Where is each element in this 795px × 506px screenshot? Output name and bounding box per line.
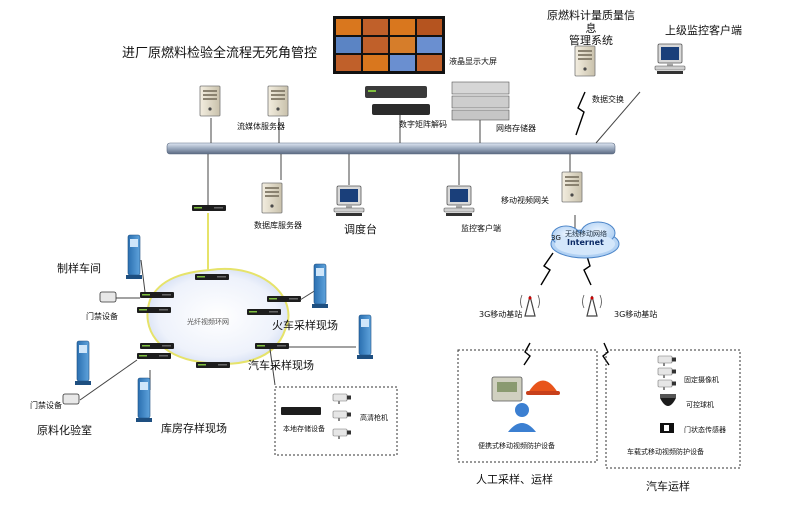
ring-switch-node: [140, 343, 174, 349]
internet-prefix-label: 3G: [551, 234, 561, 242]
manual-sampling-group: [457, 349, 598, 463]
quality-server-icon: [574, 45, 596, 77]
mobile-gateway-server-icon: [561, 171, 583, 203]
mobile-gateway-label: 移动视频网关: [501, 196, 549, 205]
internet-subtitle-label: 无线移动网络: [565, 230, 607, 238]
matrix-decoder-label: 数字矩阵解码: [399, 120, 447, 129]
local-storage-group: [274, 386, 398, 456]
data-exchange-label: 数据交换: [592, 95, 624, 104]
warehouse-site-label: 库房存样现场: [161, 422, 227, 435]
ptz-dome-label: 可控球机: [686, 401, 714, 409]
hd-camera-label: 高清枪机: [360, 414, 388, 422]
hd-camera-icon: [332, 393, 352, 405]
ring-switch-node: [267, 296, 301, 302]
fixed-camera-label: 固定摄像机: [684, 376, 719, 384]
hd-camera-icon: [332, 428, 352, 440]
safety-helmet-icon: [526, 380, 560, 395]
fixed-camera-icon: [657, 355, 677, 367]
door-sensor-label: 门状态传感器: [684, 426, 726, 434]
truck-site-kiosk-icon: [356, 314, 374, 360]
ring-label: 光纤视频环网: [187, 318, 229, 326]
local-storage-device-icon: [281, 407, 321, 415]
db-server-label: 数据库服务器: [254, 221, 302, 230]
fixed-camera-icon: [657, 379, 677, 391]
site-links: [79, 259, 356, 401]
dispatch-label: 调度台: [344, 223, 377, 236]
lab-label: 原料化验室: [37, 424, 92, 437]
train-site-kiosk-icon: [311, 263, 329, 309]
sample-workshop-label: 制样车间: [57, 262, 101, 275]
portable-device-icon: [491, 376, 523, 402]
internet-cloud-icon: [550, 221, 620, 259]
diagram-title: 进厂原燃料检验全流程无死角管控: [122, 46, 318, 61]
door-sensor-icon: [660, 423, 674, 433]
db-server-icon: [261, 182, 283, 214]
worker-icon: [508, 403, 536, 432]
access-control-device-icon: [99, 291, 117, 303]
backbone-bus: [166, 142, 616, 155]
ptz-dome-camera-icon: [660, 394, 676, 406]
ring-switch-node: [137, 353, 171, 359]
vehicle-transport-group: [605, 349, 741, 469]
access-control-device-icon: [62, 393, 80, 405]
ring-switch-node: [195, 274, 229, 280]
monitor-client-pc-icon: [443, 185, 475, 217]
lcd-video-wall: [333, 16, 445, 74]
fixed-camera-icon: [657, 367, 677, 379]
local-storage-label: 本地存储设备: [283, 425, 325, 433]
ring-switch-node: [192, 205, 226, 211]
streaming-server-icon: [267, 85, 289, 117]
network-storage-label: 网络存储器: [496, 124, 536, 133]
streaming-server-label: 流媒体服务器: [237, 122, 285, 131]
ring-switch-node: [255, 343, 289, 349]
hd-camera-icon: [332, 410, 352, 422]
dispatch-pc-icon: [333, 185, 365, 217]
car-transport-label: 汽车运样: [646, 480, 690, 493]
lab-kiosk-icon: [74, 340, 92, 386]
base-station-antenna-icon: [519, 294, 541, 317]
train-site-label: 火车采样现场: [272, 319, 338, 332]
lcd-wall-label: 液晶显示大屏: [449, 57, 497, 66]
base-station-antenna-icon: [581, 294, 603, 317]
matrix-decoder-icon: [365, 86, 430, 115]
upper-client-pc-icon: [654, 43, 686, 75]
internet-label: Internet: [567, 238, 604, 247]
vehicle-device-label: 车载式移动视频防护设备: [627, 448, 704, 456]
base-station-2-label: 3G移动基站: [614, 310, 658, 319]
warehouse-kiosk-icon: [135, 377, 153, 423]
portable-device-label: 便携式移动视频防护设备: [478, 442, 555, 450]
base-station-1-label: 3G移动基站: [479, 310, 523, 319]
truck-site-label: 汽车采样现场: [248, 359, 314, 372]
quality-system-label: 原燃料计量质量信息 管理系统: [547, 9, 635, 48]
fiber-ring: [146, 267, 290, 365]
ring-switch-node: [140, 292, 174, 298]
monitor-client-label: 监控客户端: [461, 224, 501, 233]
network-storage-icon: [451, 81, 510, 121]
access-control-1-label: 门禁设备: [86, 312, 118, 321]
ring-switch-node: [247, 309, 281, 315]
manual-sampling-label: 人工采样、运样: [476, 473, 553, 486]
server-left-icon: [199, 85, 221, 117]
access-control-2-label: 门禁设备: [30, 401, 62, 410]
ring-switch-node: [196, 362, 230, 368]
ring-switch-node: [137, 307, 171, 313]
sample-workshop-kiosk-icon: [125, 234, 143, 280]
upper-client-label: 上级监控客户端: [665, 24, 742, 37]
